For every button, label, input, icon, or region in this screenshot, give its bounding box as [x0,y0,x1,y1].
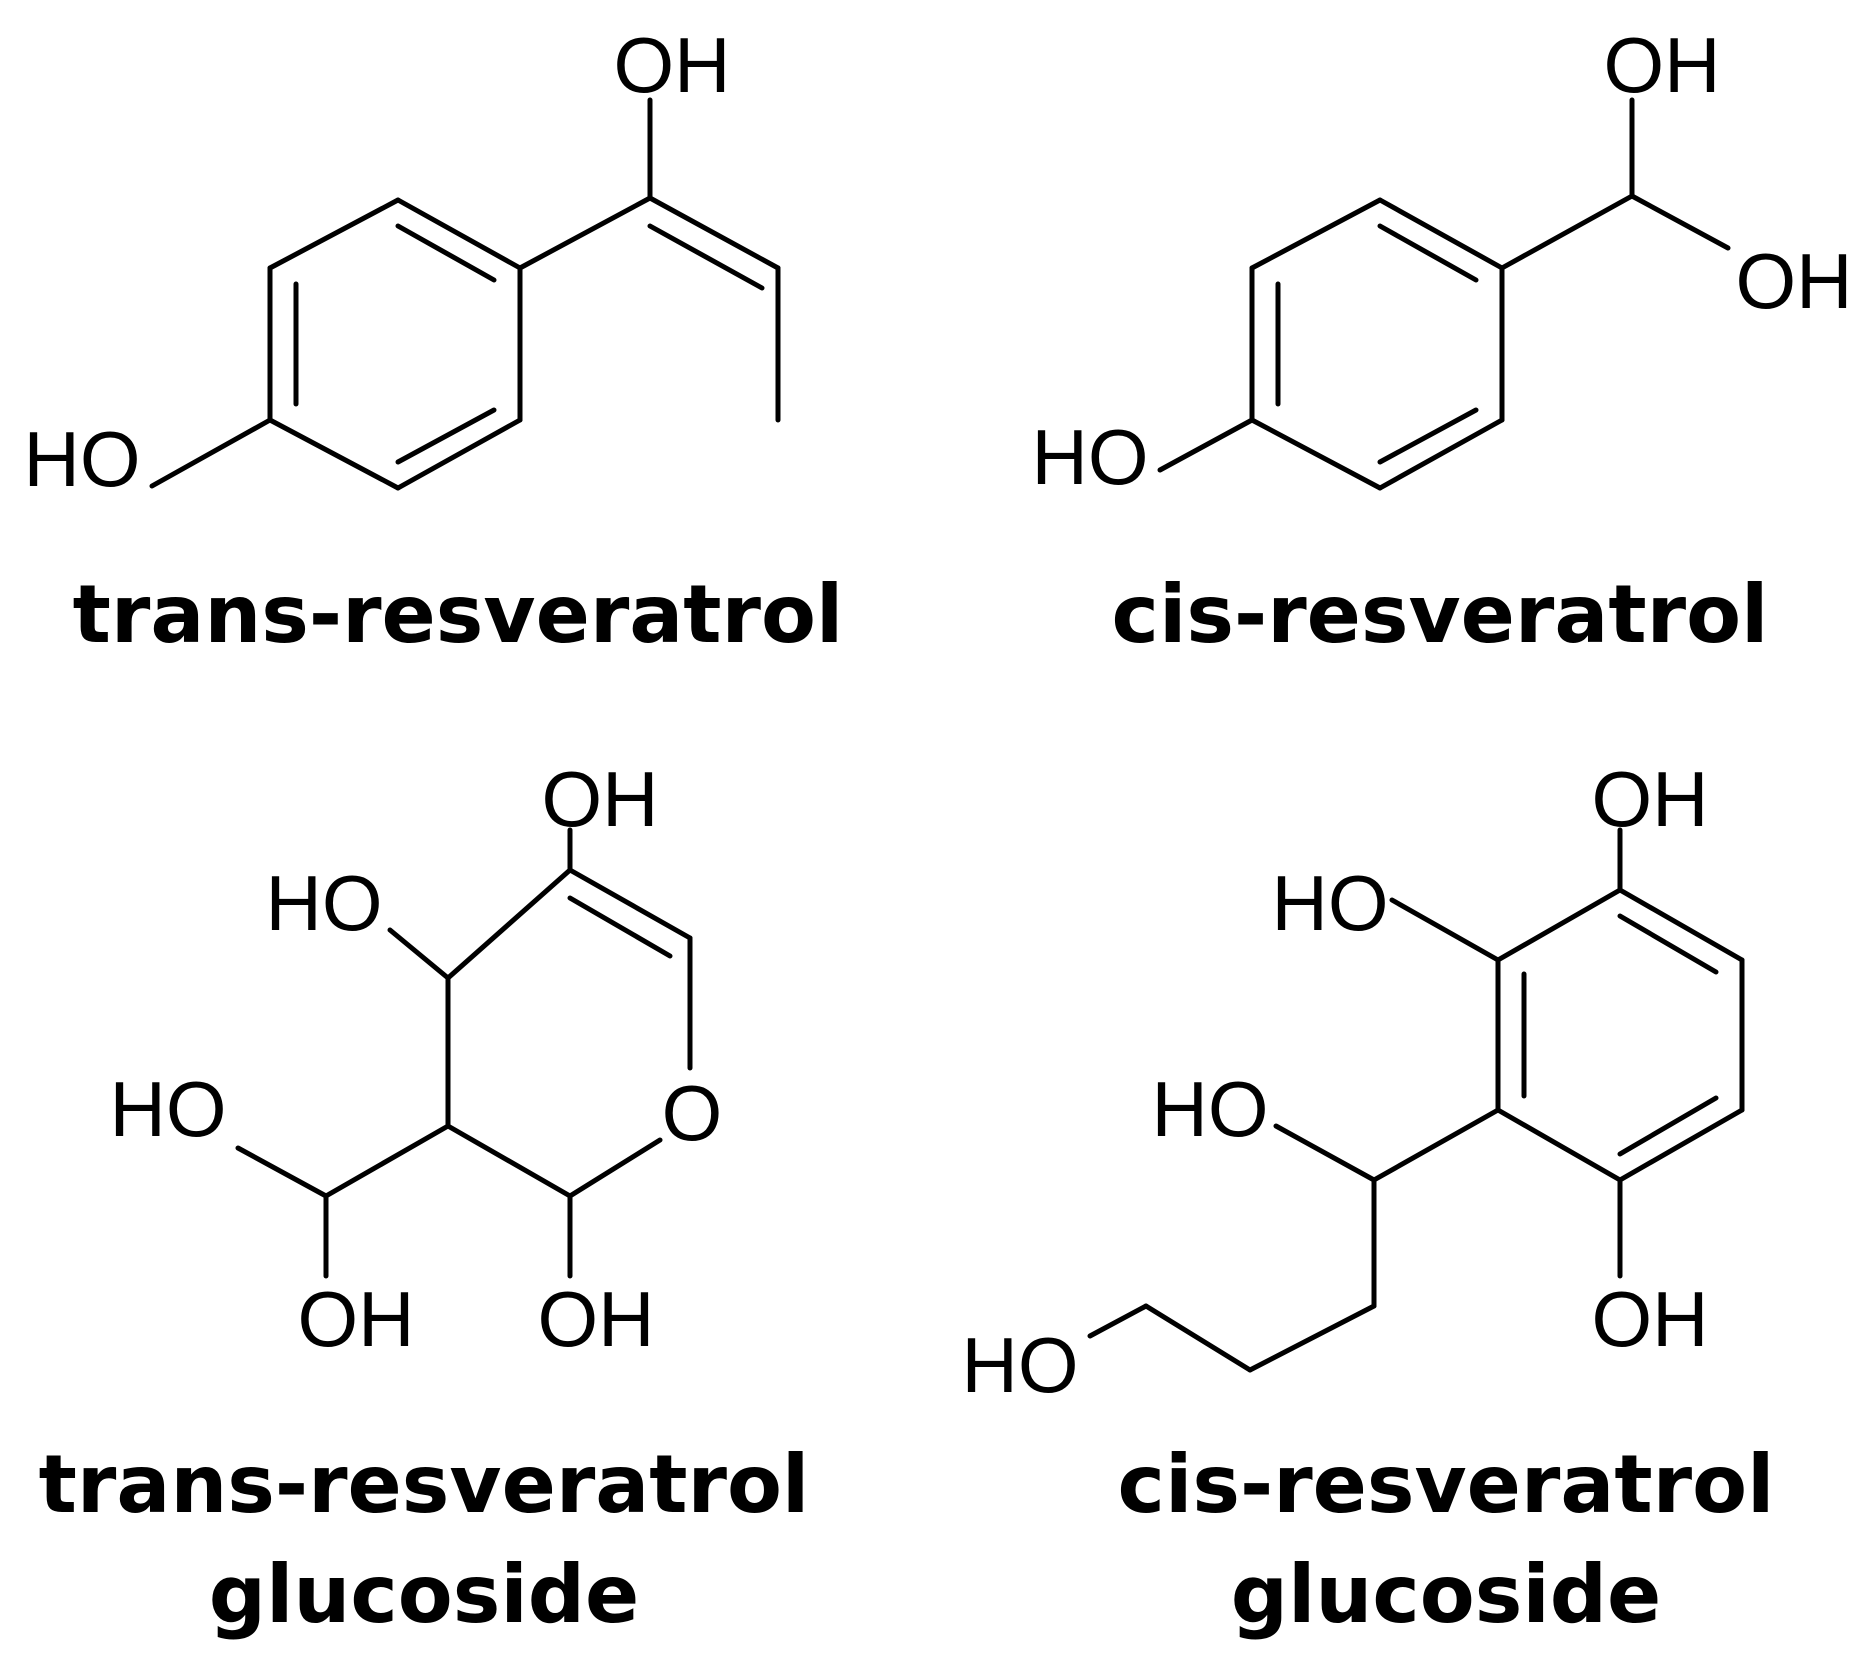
bond [1629,193,1731,251]
atom-label: HO [962,1321,1079,1409]
bond [1087,1303,1149,1339]
molecule-name: trans-resveratrol [39,1438,810,1531]
atom-label: HO [266,859,383,947]
bond [235,1145,329,1199]
bond [445,867,573,981]
bond [1249,417,1383,491]
bond [149,417,273,489]
bond [1617,887,1745,963]
double-bond-inner [395,223,497,283]
double-bond-inner [1377,407,1479,465]
double-bond-inner [1617,1095,1719,1157]
molecule-name: cis-resveratrol [1112,568,1769,661]
bond [1377,417,1505,491]
molecule-cis-resveratrol: OH OH HO cis-resveratrol [1032,21,1853,661]
atom-label: HO [24,415,141,503]
bond [1249,197,1383,271]
bond [567,1137,663,1199]
bond [395,197,523,271]
atom-label: OH [542,755,659,843]
atom-label: OH [1736,237,1853,325]
molecule-trans-resveratrol-glucoside: OH HO HO O OH OH trans-resveratrol gluco… [39,755,810,1641]
atom-label: OH [1592,755,1709,843]
atom-label: HO [1272,859,1389,947]
bonds-trans-resveratrol [149,97,781,491]
bond [567,867,693,941]
atom-label: OH [1592,1275,1709,1363]
bond [1389,897,1501,963]
bond [517,195,653,271]
atom-label: HO [110,1065,227,1153]
molecule-name: glucoside [1231,1548,1662,1641]
bond [1247,1303,1377,1373]
molecule-name: glucoside [209,1548,640,1641]
bond [1495,887,1623,963]
atom-label: O [662,1069,723,1157]
double-bond-inner [395,407,497,465]
molecule-name: trans-resveratrol [73,568,844,661]
molecule-trans-resveratrol: OH HO trans-resveratrol [24,21,844,661]
bond [647,195,781,271]
bond [1499,193,1635,271]
bond [323,1123,451,1199]
bond [1371,1107,1501,1183]
bond [445,1123,573,1199]
bond [1273,1123,1377,1183]
double-bond-inner [1617,913,1719,975]
bonds-cis-resveratrol-glucoside [1087,827,1745,1373]
atom-label: OH [538,1275,655,1363]
bond [267,197,401,271]
bond [1617,1107,1745,1183]
bonds-cis-resveratrol [1157,97,1731,491]
double-bond-inner [647,223,765,291]
atom-label: HO [1152,1065,1269,1153]
molecule-cis-resveratrol-glucoside: OH HO HO OH HO cis-resveratrol glucoside [962,755,1775,1641]
bond [1495,1107,1623,1183]
bond [395,417,523,491]
atom-label: OH [1604,21,1721,109]
bonds-trans-resveratrol-glucoside [235,827,693,1279]
bond [1157,417,1255,473]
bond [267,417,401,491]
atom-label: HO [1032,413,1149,501]
atom-label: OH [614,21,731,109]
bond [387,927,451,981]
double-bond-inner [567,895,673,959]
bond [1377,197,1505,271]
molecule-name: cis-resveratrol [1118,1438,1775,1531]
double-bond-inner [1377,223,1479,283]
bond [1143,1303,1253,1373]
atom-label: OH [298,1275,415,1363]
